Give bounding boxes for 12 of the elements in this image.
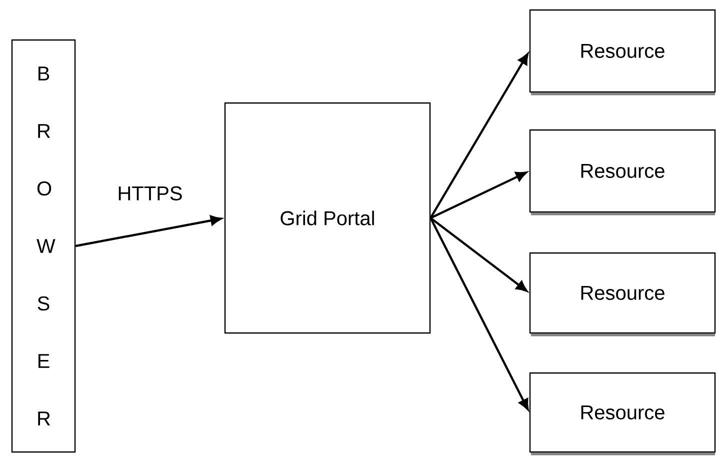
resource-box: Resource bbox=[529, 252, 716, 336]
portal-box: Grid Portal bbox=[224, 102, 431, 334]
arrow bbox=[430, 172, 527, 219]
resource-box: Resource bbox=[529, 372, 716, 456]
arrow bbox=[430, 217, 528, 292]
arrow bbox=[430, 53, 528, 219]
arrow bbox=[430, 217, 529, 410]
resource-box: Resource bbox=[529, 9, 716, 96]
resource-box: Resource bbox=[529, 129, 716, 216]
arrow bbox=[75, 215, 222, 248]
browser-box: BROWSER bbox=[11, 39, 76, 453]
edge-label: HTTPS bbox=[118, 186, 182, 200]
